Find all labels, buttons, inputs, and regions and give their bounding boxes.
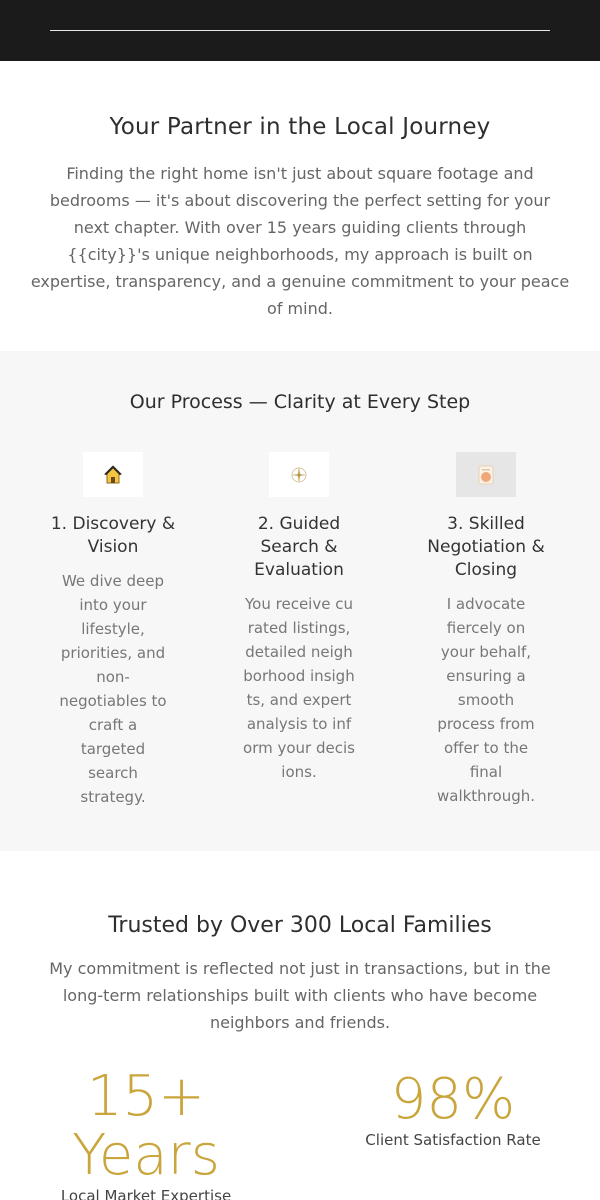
step-title: 2. Guided Search & Evaluation bbox=[254, 514, 344, 580]
step-title: 3. Skilled Negotiation & Closing bbox=[427, 514, 545, 580]
stat-label: Client Satisfaction Rate bbox=[365, 1131, 541, 1149]
stat-label: Local Market Expertise bbox=[60, 1187, 232, 1200]
trust-section: Trusted by Over 300 Local Families My co… bbox=[0, 851, 600, 1200]
house-icon bbox=[83, 452, 143, 497]
document-icon bbox=[456, 452, 516, 497]
process-section: Our Process — Clarity at Every Step 1. D… bbox=[0, 351, 600, 851]
step-title: 1. Discovery & Vision bbox=[50, 514, 176, 557]
process-step-discovery: 1. Discovery & Vision We dive deep into … bbox=[38, 452, 188, 809]
stat-value: 98% bbox=[390, 1067, 516, 1132]
stat-satisfaction: 98% Client Satisfaction Rate bbox=[343, 1070, 563, 1149]
intro-body: Finding the right home isn't just about … bbox=[30, 164, 570, 318]
step-description: We dive deep into your lifestyle, priori… bbox=[59, 572, 167, 806]
intro-title: Your Partner in the Local Journey bbox=[109, 114, 491, 140]
process-step-search: 2. Guided Search & Evaluation You receiv… bbox=[224, 452, 374, 784]
step-description: I advocate fiercely on your behalf, ensu… bbox=[436, 595, 536, 805]
stat-value: 15+ Years bbox=[72, 1064, 220, 1188]
stat-experience: 15+ Years Local Market Expertise bbox=[46, 1067, 246, 1200]
step-description: You receive curated listings, detailed n… bbox=[243, 595, 355, 781]
compass-icon bbox=[269, 452, 329, 497]
process-step-negotiation: 3. Skilled Negotiation & Closing I advoc… bbox=[411, 452, 561, 808]
trust-body: My commitment is reflected not just in t… bbox=[49, 959, 551, 1032]
process-title: Our Process — Clarity at Every Step bbox=[129, 391, 471, 413]
intro-section: Your Partner in the Local Journey Findin… bbox=[0, 61, 600, 351]
header-bar bbox=[0, 0, 600, 61]
trust-title: Trusted by Over 300 Local Families bbox=[108, 913, 492, 938]
header-divider bbox=[50, 30, 550, 31]
